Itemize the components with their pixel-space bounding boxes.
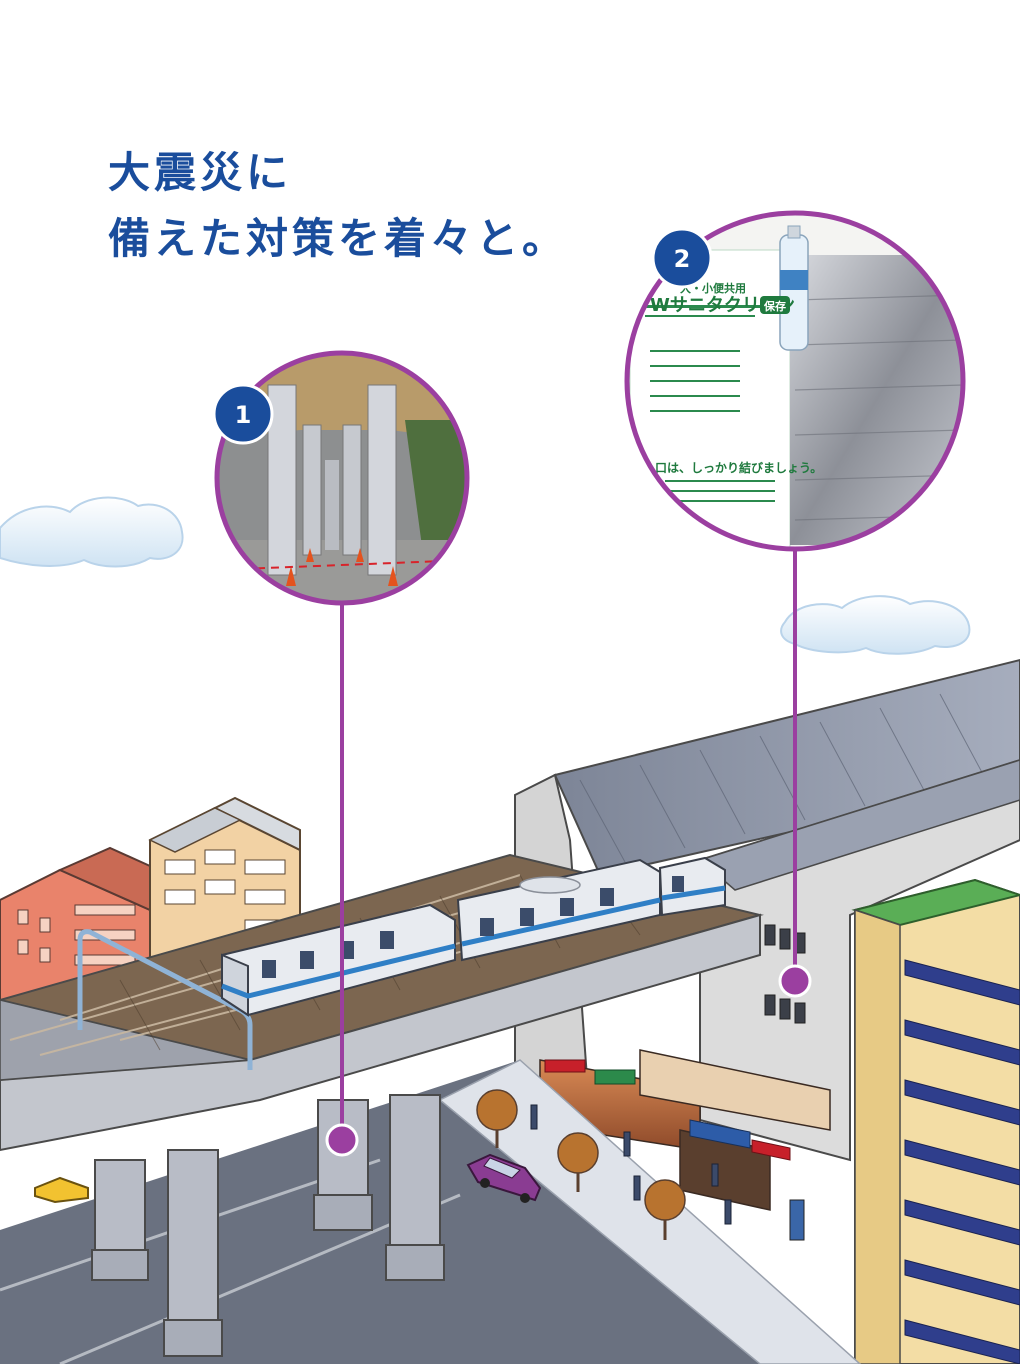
yellow-taxi	[34, 1176, 89, 1204]
purple-car	[466, 1153, 542, 1203]
badge-2-number: 2	[674, 245, 691, 273]
callout-leader-2	[778, 549, 812, 998]
package-footer: 口は、しっかり結びましょう。	[655, 460, 822, 475]
package-badge: 保存	[763, 299, 786, 313]
train	[221, 856, 726, 1017]
callout-leader-1	[325, 603, 359, 1157]
cloud-left	[0, 496, 184, 568]
headline-line-1: 大震災に	[108, 148, 293, 197]
building-green-roof	[851, 878, 1020, 1364]
callout-badge-2: 2	[651, 227, 713, 289]
package-title: Wサニタクリーン	[650, 295, 795, 316]
cloud-right	[780, 595, 971, 655]
headline-line-2: 備えた対策を着々と。	[108, 214, 569, 263]
pedestrians	[530, 1104, 732, 1225]
callout-badge-1: 1	[212, 383, 274, 445]
headline: 大震災に 備えた対策を着々と。	[108, 140, 568, 272]
photo-elevated-track-pillars	[214, 350, 470, 606]
badge-1-number: 1	[235, 401, 252, 429]
street-trees	[476, 1089, 686, 1240]
